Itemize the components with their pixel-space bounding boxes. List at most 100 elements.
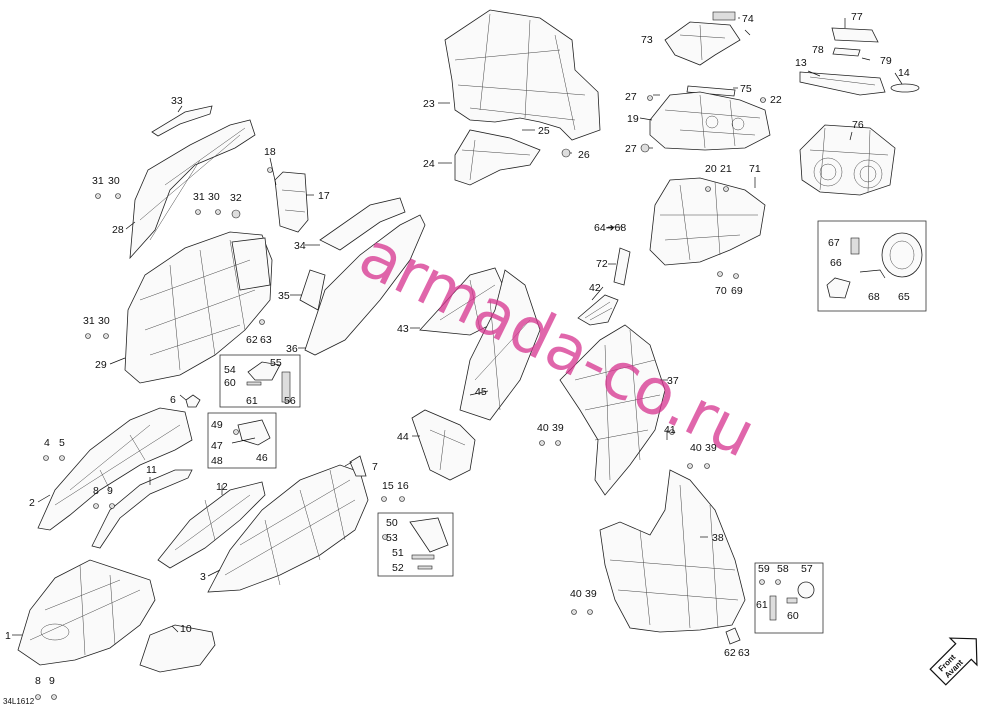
callout-43: 43 [397, 323, 409, 335]
callout-7: 7 [372, 461, 378, 473]
part-35-panel [299, 269, 326, 311]
callout-69: 69 [731, 285, 743, 297]
callout-30b: 30 [208, 191, 220, 203]
part-10-panel [139, 624, 216, 673]
callout-31a: 31 [92, 175, 104, 187]
part-19-bracket [649, 91, 771, 151]
part-75-strip [686, 85, 736, 97]
callout-77: 77 [851, 11, 863, 23]
callout-70: 70 [715, 285, 727, 297]
callout-75: 75 [740, 83, 752, 95]
part-33-trim [151, 105, 213, 137]
callout-63b: 63 [738, 647, 750, 659]
part-78-clip [832, 47, 861, 57]
callout-36: 36 [286, 343, 298, 355]
callout-58: 58 [777, 563, 789, 575]
callout-32: 32 [230, 192, 242, 204]
callout-8b: 8 [35, 675, 41, 687]
callout-27b: 27 [625, 143, 637, 155]
detail-box-57-61 [754, 562, 824, 634]
callout-65: 65 [898, 291, 910, 303]
callout-62b: 62 [724, 647, 736, 659]
leader-lines [12, 17, 903, 636]
callout-67: 67 [828, 237, 840, 249]
callout-5: 5 [59, 437, 65, 449]
callout-31b: 31 [193, 191, 205, 203]
part-37-side-fairing [559, 324, 666, 496]
callout-20: 20 [705, 163, 717, 175]
callout-61b: 61 [756, 599, 768, 611]
callout-52: 52 [392, 562, 404, 574]
part-3-side-fairing [207, 464, 369, 593]
front-orientation-badge: Front Avant [929, 637, 978, 686]
callout-28: 28 [112, 224, 124, 236]
detail-box-headlight-bulb [817, 220, 927, 312]
callout-12: 12 [216, 481, 228, 493]
callout-57: 57 [801, 563, 813, 575]
callout-47: 47 [211, 440, 223, 452]
callout-2: 2 [29, 497, 35, 509]
callout-40c: 40 [570, 588, 582, 600]
callout-34: 34 [294, 240, 306, 252]
callout-labels: 1 2 3 4 5 6 7 8 9 10 11 12 8 9 13 14 15 … [5, 11, 910, 687]
callout-40a: 40 [537, 422, 549, 434]
callout-79: 79 [880, 55, 892, 67]
callout-39b: 39 [705, 442, 717, 454]
detail-box-50-53 [377, 512, 454, 577]
callout-71: 71 [749, 163, 761, 175]
callout-10: 10 [180, 623, 192, 635]
part-2-side-panel [37, 407, 193, 531]
callout-51: 51 [392, 547, 404, 559]
detail-box-46 [207, 412, 277, 469]
callout-59: 59 [758, 563, 770, 575]
part-44-duct [411, 409, 476, 481]
callout-72: 72 [596, 258, 608, 270]
fastener-markers [35, 95, 781, 700]
callout-27a: 27 [625, 91, 637, 103]
part-28-side-cowl [129, 119, 256, 260]
part-29-inner-cowl [124, 231, 273, 384]
callout-68: 68 [868, 291, 880, 303]
part-74-clip [712, 11, 736, 21]
callout-45: 45 [475, 386, 487, 398]
callout-73: 73 [641, 34, 653, 46]
callout-31c: 31 [83, 315, 95, 327]
part-73-cover [664, 21, 741, 66]
callout-26: 26 [578, 149, 590, 161]
callout-46: 46 [256, 452, 268, 464]
part-36-panel [304, 214, 426, 356]
part-14-lens [890, 83, 920, 93]
part-34-panel [319, 197, 406, 251]
callout-14: 14 [898, 67, 910, 79]
callout-53: 53 [386, 532, 398, 544]
callout-3: 3 [200, 571, 206, 583]
part-13-harness-bracket [799, 71, 886, 96]
callout-63a: 63 [260, 334, 272, 346]
part-45-panel [459, 269, 541, 421]
callout-44: 44 [397, 431, 409, 443]
callout-40b: 40 [690, 442, 702, 454]
callout-13: 13 [795, 57, 807, 69]
callout-25: 25 [538, 125, 550, 137]
callout-1: 1 [5, 630, 11, 642]
callout-15: 15 [382, 480, 394, 492]
part-76-cluster-housing [799, 124, 896, 196]
callout-49: 49 [211, 419, 223, 431]
callout-17: 17 [318, 190, 330, 202]
callout-41: 41 [664, 424, 676, 436]
drawing-code: 34L1612 [3, 697, 35, 706]
part-windshield-lower-trim [454, 129, 541, 186]
callout-6: 6 [170, 394, 176, 406]
callout-9: 9 [107, 485, 113, 497]
part-17-bracket [274, 171, 309, 233]
callout-33: 33 [171, 95, 183, 107]
part-11-strip [91, 469, 193, 549]
callout-9b: 9 [49, 675, 55, 687]
callout-55: 55 [270, 357, 282, 369]
callout-29: 29 [95, 359, 107, 371]
callout-23: 23 [423, 98, 435, 110]
part-77-support [831, 27, 879, 43]
callout-66: 66 [830, 257, 842, 269]
